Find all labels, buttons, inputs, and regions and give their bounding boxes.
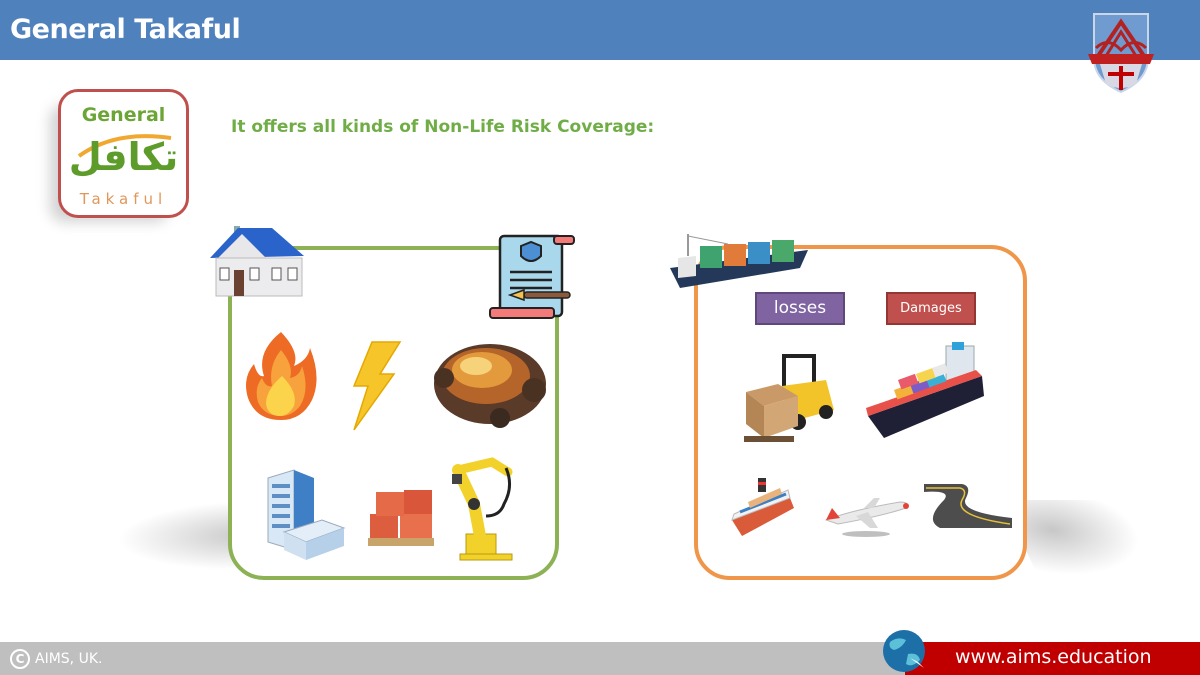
forklift-icon xyxy=(744,354,834,442)
logo-arc-icon xyxy=(77,134,172,158)
industrial-robot-arm-icon xyxy=(452,457,513,561)
logo-top-text: General xyxy=(81,104,166,126)
office-building-icon xyxy=(267,469,346,560)
lightning-icon xyxy=(352,341,402,431)
header-bar xyxy=(0,0,1200,60)
website-link[interactable]: www.aims.education xyxy=(955,646,1152,668)
house-icon xyxy=(210,226,304,297)
footer-url-bar xyxy=(905,642,1200,675)
coverage-subtitle: It offers all kinds of Non-Life Risk Cov… xyxy=(231,117,655,137)
logo-arabic-text: تكافل xyxy=(68,135,179,179)
policy-document-icon xyxy=(489,234,575,319)
aims-crest-logo-icon xyxy=(1088,13,1154,94)
cargo-boxes-icon xyxy=(368,490,434,546)
cargo-ship-icon xyxy=(670,234,808,288)
cruise-ship-icon xyxy=(731,478,794,536)
losses-badge: losses xyxy=(755,292,845,325)
general-takaful-logo: General تكافل Takaful xyxy=(58,89,189,218)
page-title: General Takaful xyxy=(10,14,241,45)
fire-icon xyxy=(246,332,317,420)
footer-copyright: C AIMS, UK. xyxy=(10,649,102,669)
road-icon xyxy=(924,484,1012,528)
container-ship-icon xyxy=(866,342,984,438)
damages-badge: Damages xyxy=(886,292,976,325)
copyright-text: AIMS, UK. xyxy=(35,651,103,667)
airplane-icon xyxy=(824,498,909,537)
logo-bottom-text: Takaful xyxy=(79,190,168,208)
copyright-icon: C xyxy=(10,649,30,669)
explosion-icon xyxy=(434,344,546,428)
globe-icon xyxy=(883,630,925,672)
